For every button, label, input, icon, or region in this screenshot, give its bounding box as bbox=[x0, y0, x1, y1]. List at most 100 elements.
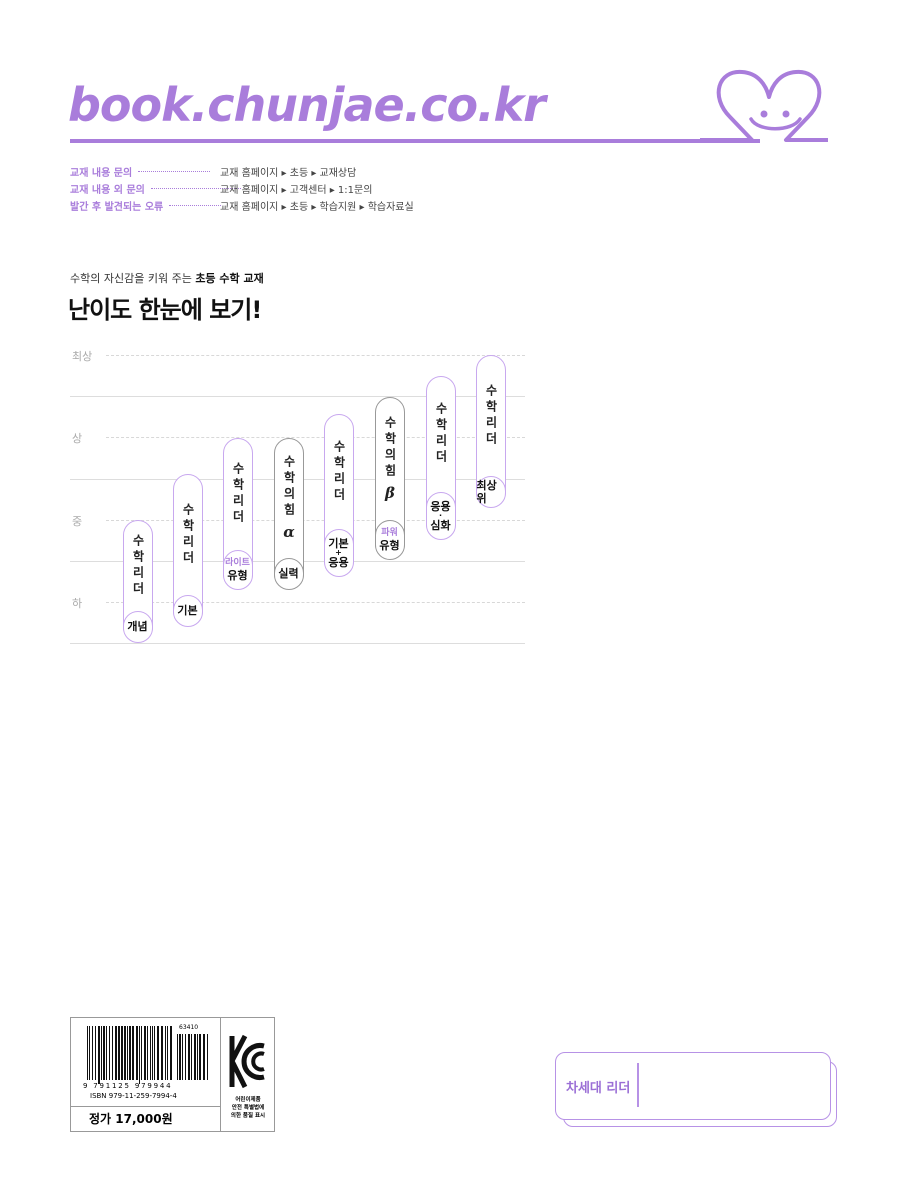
book-name-text: 수학리더 bbox=[131, 533, 145, 598]
dotted-leader bbox=[150, 188, 241, 189]
book-name-text: 수학리더 bbox=[434, 402, 448, 466]
level-gridline bbox=[106, 355, 525, 356]
book-name: 수학리더 bbox=[325, 440, 353, 504]
level-gridline bbox=[106, 602, 525, 603]
barcode-bar bbox=[118, 1026, 120, 1080]
level-gridline bbox=[106, 437, 525, 438]
barcode-bar bbox=[106, 1026, 107, 1080]
barcode-bar bbox=[103, 1026, 105, 1080]
barcode-bar bbox=[98, 1026, 100, 1084]
barcode-icon bbox=[87, 1026, 208, 1084]
book-name-text: 수학리더 bbox=[231, 462, 245, 526]
book-name-text: 수학의힘 bbox=[383, 415, 397, 480]
book-name-text: 수학리더 bbox=[332, 439, 346, 504]
barcode-bar bbox=[132, 1026, 134, 1080]
book-name: 수학리더 bbox=[224, 462, 252, 526]
book-name: 수학리더 bbox=[174, 503, 202, 567]
barcode-bar bbox=[165, 1026, 166, 1080]
barcode-bar bbox=[109, 1026, 110, 1080]
series-box: 차세대 리더 bbox=[555, 1052, 831, 1120]
book-level-badge: 실력 bbox=[273, 557, 304, 590]
level-divider bbox=[70, 396, 525, 397]
symbol: β bbox=[385, 483, 395, 502]
badge-text: 유형 bbox=[227, 568, 248, 582]
barcode-bar bbox=[150, 1026, 151, 1080]
barcode-bar bbox=[170, 1026, 172, 1080]
kc-certification-icon bbox=[229, 1034, 265, 1089]
barcode-bar bbox=[157, 1026, 159, 1080]
barcode-bar bbox=[144, 1026, 146, 1080]
info-key: 교재 내용 외 문의 bbox=[70, 185, 145, 196]
barcode-bar bbox=[115, 1026, 117, 1080]
badge-text: 응용 bbox=[328, 555, 349, 569]
barcode-bar bbox=[124, 1026, 126, 1080]
barcode-bar bbox=[127, 1026, 128, 1080]
badge-text: 기본 bbox=[177, 604, 198, 617]
book-name: 수학의힘 α bbox=[275, 455, 303, 541]
barcode-block: 63410 9 791125 979944 ISBN 979-11-259-79… bbox=[70, 1017, 275, 1132]
page-title: 난이도 한눈에 보기! bbox=[68, 296, 262, 324]
book-name-text: 수학리더 bbox=[484, 383, 498, 448]
kc-text-1: 어린이제품 bbox=[235, 1097, 261, 1103]
info-key: 발간 후 발견되는 오류 bbox=[70, 202, 164, 213]
badge-text: 심화 bbox=[430, 518, 451, 532]
level-gridline bbox=[106, 520, 525, 521]
subtitle-text: 수학의 자신감을 키워 주는 bbox=[70, 272, 196, 285]
book-name: 수학리더 bbox=[124, 534, 152, 598]
barcode-bar bbox=[167, 1026, 168, 1080]
book-pill[interactable]: 수학리더 기본+응용 bbox=[323, 414, 354, 577]
badge-prefix: 파워 bbox=[381, 527, 398, 538]
level-label: 하 bbox=[72, 597, 83, 610]
barcode-bar bbox=[203, 1034, 205, 1080]
barcode-bar bbox=[141, 1026, 142, 1080]
isbn: ISBN 979-11-259-7994-4 bbox=[90, 1092, 177, 1100]
kc-text-2: 안전 특별법에 bbox=[231, 1105, 265, 1111]
badge-text: 유형 bbox=[379, 538, 400, 552]
price: 정가 17,000원 bbox=[71, 1106, 220, 1131]
badge-text: 응용 bbox=[430, 499, 451, 513]
series-label: 차세대 리더 bbox=[566, 1081, 631, 1096]
badge-text: + bbox=[335, 547, 342, 557]
info-key: 교재 내용 문의 bbox=[70, 168, 133, 179]
level-label: 중 bbox=[72, 515, 83, 528]
barcode-bar bbox=[177, 1034, 178, 1080]
level-label: 상 bbox=[72, 432, 83, 445]
book-pill[interactable]: 수학리더 응용·심화 bbox=[425, 376, 456, 540]
book-pill[interactable]: 수학리더 기본 bbox=[172, 474, 203, 627]
badge-text: 개념 bbox=[127, 620, 148, 633]
book-pill[interactable]: 수학리더 개념 bbox=[122, 520, 153, 643]
barcode-bar bbox=[188, 1034, 190, 1080]
barcode-bar bbox=[191, 1034, 192, 1080]
book-pill[interactable]: 수학의힘 α 실력 bbox=[273, 438, 304, 590]
level-label: 최상 bbox=[72, 350, 93, 363]
badge-text: · bbox=[438, 510, 443, 520]
book-level-badge: 기본 bbox=[172, 594, 203, 627]
book-name-text: 수학의힘 bbox=[282, 455, 296, 519]
barcode-bar bbox=[89, 1026, 90, 1080]
book-pill[interactable]: 수학리더 최상위 bbox=[475, 355, 506, 508]
header-rule bbox=[70, 139, 760, 143]
barcode-bar bbox=[161, 1026, 163, 1080]
symbol: α bbox=[283, 523, 295, 541]
addon-code: 63410 bbox=[179, 1024, 199, 1031]
book-name-text: 수학리더 bbox=[181, 502, 195, 567]
badge-text: 기본 bbox=[328, 536, 349, 550]
barcode-bar bbox=[101, 1026, 102, 1080]
book-name: 수학리더 bbox=[427, 402, 455, 466]
site-logo[interactable]: book.chunjae.co.kr bbox=[68, 78, 546, 132]
barcode-bar bbox=[95, 1026, 96, 1080]
barcode-bar bbox=[199, 1034, 201, 1080]
level-divider bbox=[70, 643, 525, 644]
book-level-badge: 개념 bbox=[122, 610, 153, 643]
book-level-badge: 응용·심화 bbox=[425, 491, 456, 540]
series-divider bbox=[637, 1063, 639, 1107]
dotted-leader bbox=[138, 171, 211, 172]
barcode-bar bbox=[139, 1026, 140, 1084]
kc-text-3: 의한 품질 표시 bbox=[230, 1113, 266, 1119]
